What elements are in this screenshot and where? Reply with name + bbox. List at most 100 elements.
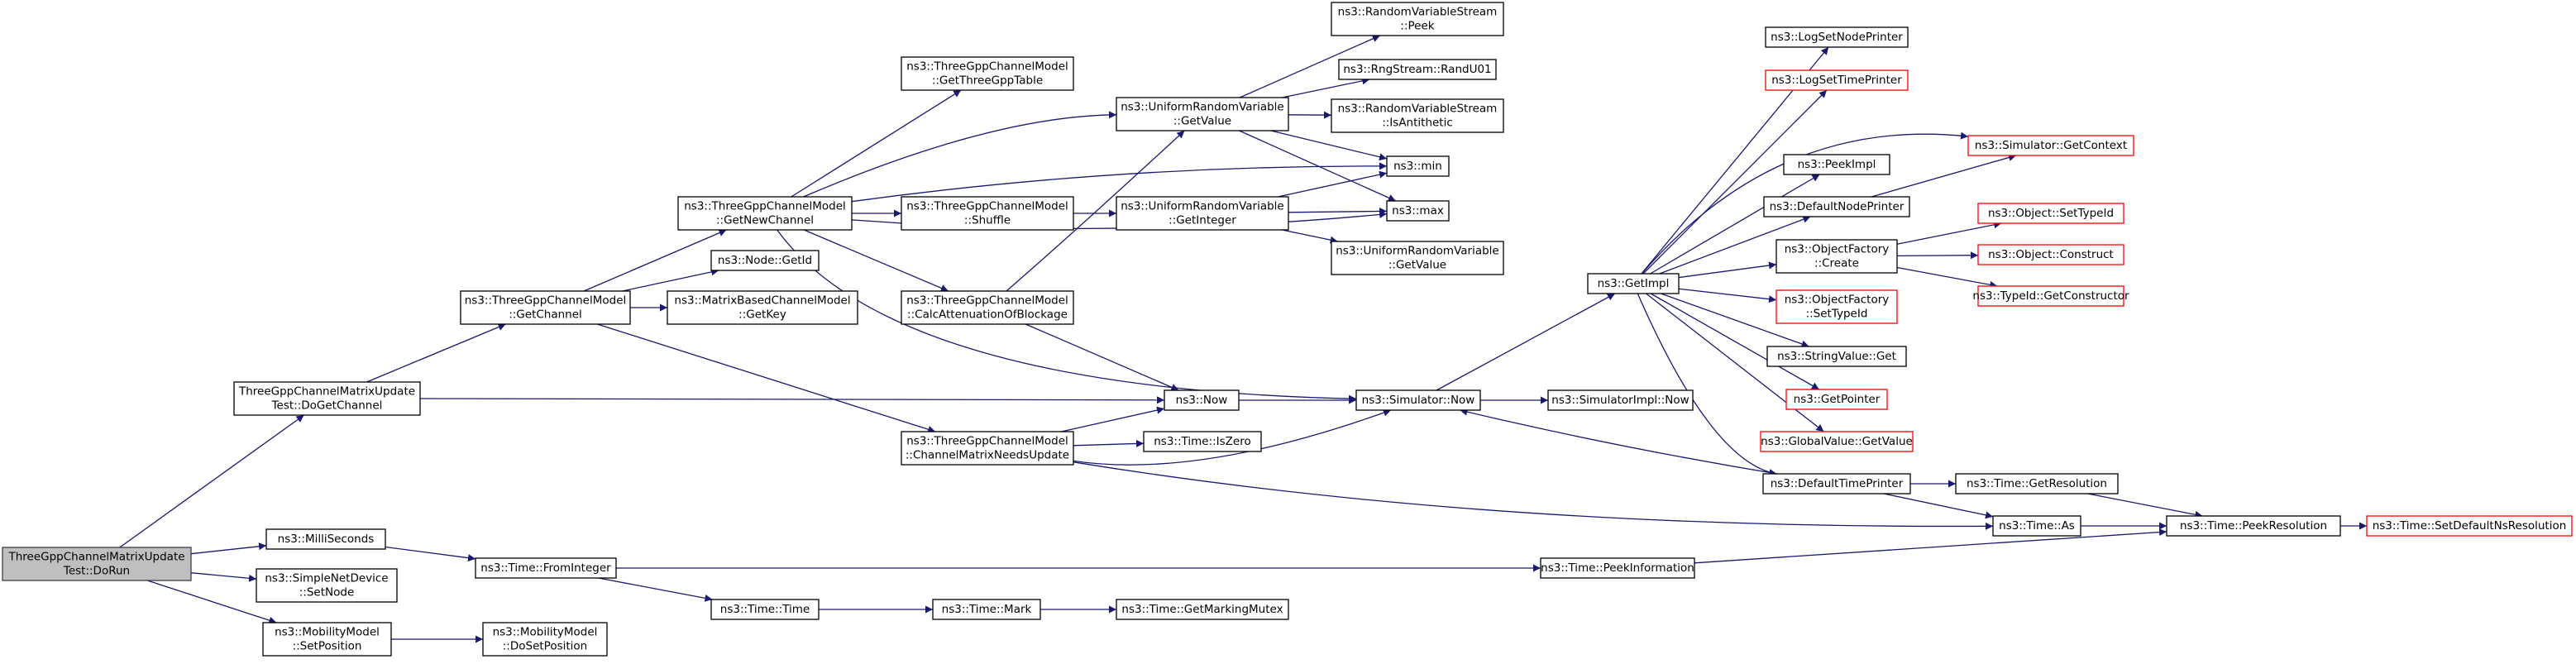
node-defnodeprinter[interactable]: ns3::DefaultNodePrinter bbox=[1763, 196, 1910, 217]
node-label: ThreeGppChannelMatrixUpdate bbox=[238, 385, 415, 399]
node-getchannel[interactable]: ns3::ThreeGppChannelModel::GetChannel bbox=[460, 290, 631, 325]
node-box bbox=[1386, 200, 1450, 222]
node-now[interactable]: ns3::Now bbox=[1164, 389, 1240, 411]
node-getconstructor[interactable]: ns3::TypeId::GetConstructor bbox=[1972, 285, 2129, 307]
node-box bbox=[1331, 98, 1504, 133]
node-randu01[interactable]: ns3::RngStream::RandU01 bbox=[1338, 59, 1497, 80]
edge-getimpl-to-objfactcreate bbox=[1678, 261, 1777, 279]
node-urv-getvalue[interactable]: ns3::UniformRandomVariable::GetValue bbox=[1116, 97, 1289, 131]
node-getthreegpptable[interactable]: ns3::ThreeGppChannelModel::GetThreeGppTa… bbox=[901, 56, 1074, 91]
edge-dorun-to-setposition bbox=[146, 580, 277, 624]
node-getpointer[interactable]: ns3::GetPointer bbox=[1785, 389, 1888, 410]
node-dogetchannel[interactable]: ThreeGppChannelMatrixUpdateTest::DoGetCh… bbox=[233, 381, 421, 416]
node-box bbox=[901, 196, 1074, 231]
node-time[interactable]: ns3::Time::Time bbox=[710, 599, 820, 620]
edge-dorun-to-setnode bbox=[190, 572, 257, 582]
node-setdefaultns[interactable]: ns3::Time::SetDefaultNsResolution bbox=[2366, 515, 2573, 537]
node-label: ns3::Time::Time bbox=[720, 603, 810, 616]
node-nodegetid[interactable]: ns3::Node::GetId bbox=[710, 250, 820, 271]
node-lognodeprinter[interactable]: ns3::LogSetNodePrinter bbox=[1765, 26, 1909, 48]
node-label: ns3::Time::IsZero bbox=[1154, 435, 1251, 448]
node-getkey[interactable]: ns3::MatrixBasedChannelModel::GetKey bbox=[667, 290, 858, 325]
node-deftimeprinter[interactable]: ns3::DefaultTimePrinter bbox=[1762, 473, 1911, 494]
node-label: ns3::Now bbox=[1176, 394, 1228, 407]
node-objsettypeid[interactable]: ns3::Object::SetTypeId bbox=[1977, 203, 2124, 224]
node-box bbox=[265, 528, 386, 550]
node-label: ns3::ThreeGppChannelModel bbox=[906, 200, 1068, 213]
node-objconstruct[interactable]: ns3::Object::Construct bbox=[1977, 244, 2124, 265]
node-box bbox=[1775, 289, 1898, 324]
node-label: ns3::UniformRandomVariable bbox=[1121, 101, 1284, 114]
node-box bbox=[1765, 69, 1909, 91]
node-getcontext[interactable]: ns3::Simulator::GetContext bbox=[1967, 135, 2134, 156]
node-box bbox=[475, 557, 617, 579]
node-label: ::SetPosition bbox=[293, 640, 362, 653]
node-box bbox=[233, 381, 421, 416]
edge-getimpl-to-logtimeprinter bbox=[1642, 89, 1828, 275]
node-dosetposition[interactable]: ns3::MobilityModel::DoSetPosition bbox=[482, 622, 608, 657]
node-milliseconds[interactable]: ns3::MilliSeconds bbox=[265, 528, 386, 550]
node-shuffle[interactable]: ns3::ThreeGppChannelModel::Shuffle bbox=[901, 196, 1074, 231]
node-label: ns3::Time::Mark bbox=[942, 603, 1032, 616]
edge-milliseconds-to-fromint bbox=[385, 546, 476, 562]
node-globalvalue[interactable]: ns3::GlobalValue::GetValue bbox=[1760, 431, 1914, 452]
node-label: ns3::DefaultNodePrinter bbox=[1770, 200, 1905, 213]
edge-matrixneeds-to-simnow bbox=[1073, 408, 1392, 466]
edge-dogetchannel-to-getchannel bbox=[366, 323, 506, 383]
node-timeas[interactable]: ns3::Time::As bbox=[1992, 515, 2081, 537]
node-min[interactable]: ns3::min bbox=[1386, 155, 1450, 177]
edge-deftimeprinter-to-simnow bbox=[1460, 408, 1777, 475]
node-simnow[interactable]: ns3::Simulator::Now bbox=[1355, 389, 1481, 411]
node-peek[interactable]: ns3::RandomVariableStream::Peek bbox=[1331, 2, 1504, 36]
node-label: ns3::Object::SetTypeId bbox=[1988, 207, 2114, 220]
node-getnewchannel[interactable]: ns3::ThreeGppChannelModel::GetNewChannel bbox=[677, 196, 853, 231]
node-label: ns3::RandomVariableStream bbox=[1338, 103, 1498, 116]
node-label: ns3::LogSetNodePrinter bbox=[1771, 31, 1903, 44]
node-max[interactable]: ns3::max bbox=[1386, 200, 1450, 222]
node-label: ns3::LogSetTimePrinter bbox=[1771, 74, 1902, 87]
node-getresolution[interactable]: ns3::Time::GetResolution bbox=[1955, 473, 2119, 494]
node-box bbox=[1762, 473, 1911, 494]
node-fromint[interactable]: ns3::Time::FromInteger bbox=[475, 557, 617, 579]
node-calcatten[interactable]: ns3::ThreeGppChannelModel::CalcAttenuati… bbox=[901, 290, 1074, 325]
node-setnode[interactable]: ns3::SimpleNetDevice::SetNode bbox=[256, 568, 398, 603]
node-label: ns3::MobilityModel bbox=[493, 626, 598, 639]
node-box bbox=[1331, 2, 1504, 36]
node-label: ns3::ThreeGppChannelModel bbox=[465, 294, 627, 308]
edge-dogetchannel-to-now bbox=[419, 396, 1165, 404]
node-label: ns3::Time::FromInteger bbox=[480, 561, 611, 575]
node-objfactsettypeid[interactable]: ns3::ObjectFactory::SetTypeId bbox=[1775, 289, 1898, 324]
node-label: ns3::min bbox=[1393, 160, 1442, 173]
node-label: ns3::SimpleNetDevice bbox=[265, 572, 388, 585]
node-box bbox=[1977, 203, 2124, 224]
node-setposition[interactable]: ns3::MobilityModel::SetPosition bbox=[262, 622, 392, 657]
node-label: ns3::StringValue::Get bbox=[1777, 350, 1896, 363]
node-box bbox=[1977, 244, 2124, 265]
node-getimpl[interactable]: ns3::GetImpl bbox=[1587, 273, 1680, 294]
node-simimplnow[interactable]: ns3::SimulatorImpl::Now bbox=[1547, 389, 1694, 411]
node-stringvalueget[interactable]: ns3::StringValue::Get bbox=[1766, 346, 1907, 367]
node-urv-getinteger[interactable]: ns3::UniformRandomVariable::GetInteger bbox=[1116, 196, 1289, 231]
node-box bbox=[1783, 154, 1890, 175]
node-box bbox=[1116, 97, 1289, 131]
node-peekimpl[interactable]: ns3::PeekImpl bbox=[1783, 154, 1890, 175]
edge-fromint-to-time bbox=[598, 577, 713, 602]
node-markmutex[interactable]: ns3::Time::GetMarkingMutex bbox=[1116, 599, 1289, 620]
node-iszero[interactable]: ns3::Time::IsZero bbox=[1143, 431, 1262, 452]
node-box bbox=[1164, 389, 1240, 411]
node-label: ns3::ObjectFactory bbox=[1785, 294, 1890, 307]
node-peekinfo[interactable]: ns3::Time::PeekInformation bbox=[1540, 557, 1695, 579]
node-label: ns3::ThreeGppChannelModel bbox=[906, 294, 1068, 308]
node-label: ::GetKey bbox=[738, 308, 786, 322]
node-label: ns3::Time::PeekResolution bbox=[2180, 519, 2327, 533]
node-peekresolution[interactable]: ns3::Time::PeekResolution bbox=[2166, 515, 2341, 537]
node-label: ns3::RngStream::RandU01 bbox=[1343, 63, 1491, 76]
edge-getresolution-to-peekresolution bbox=[2087, 493, 2203, 518]
node-mark[interactable]: ns3::Time::Mark bbox=[932, 599, 1041, 620]
edge-objfactcreate-to-getconstructor bbox=[1896, 266, 1998, 289]
node-matrixneeds[interactable]: ns3::ThreeGppChannelModel::ChannelMatrix… bbox=[901, 431, 1074, 466]
node-isantithetic[interactable]: ns3::RandomVariableStream::IsAntithetic bbox=[1331, 98, 1504, 133]
node-logtimeprinter[interactable]: ns3::LogSetTimePrinter bbox=[1765, 69, 1909, 91]
node-objfactcreate[interactable]: ns3::ObjectFactory::Create bbox=[1775, 239, 1898, 274]
node-urv-getvalue2[interactable]: ns3::UniformRandomVariable::GetValue bbox=[1331, 241, 1504, 275]
